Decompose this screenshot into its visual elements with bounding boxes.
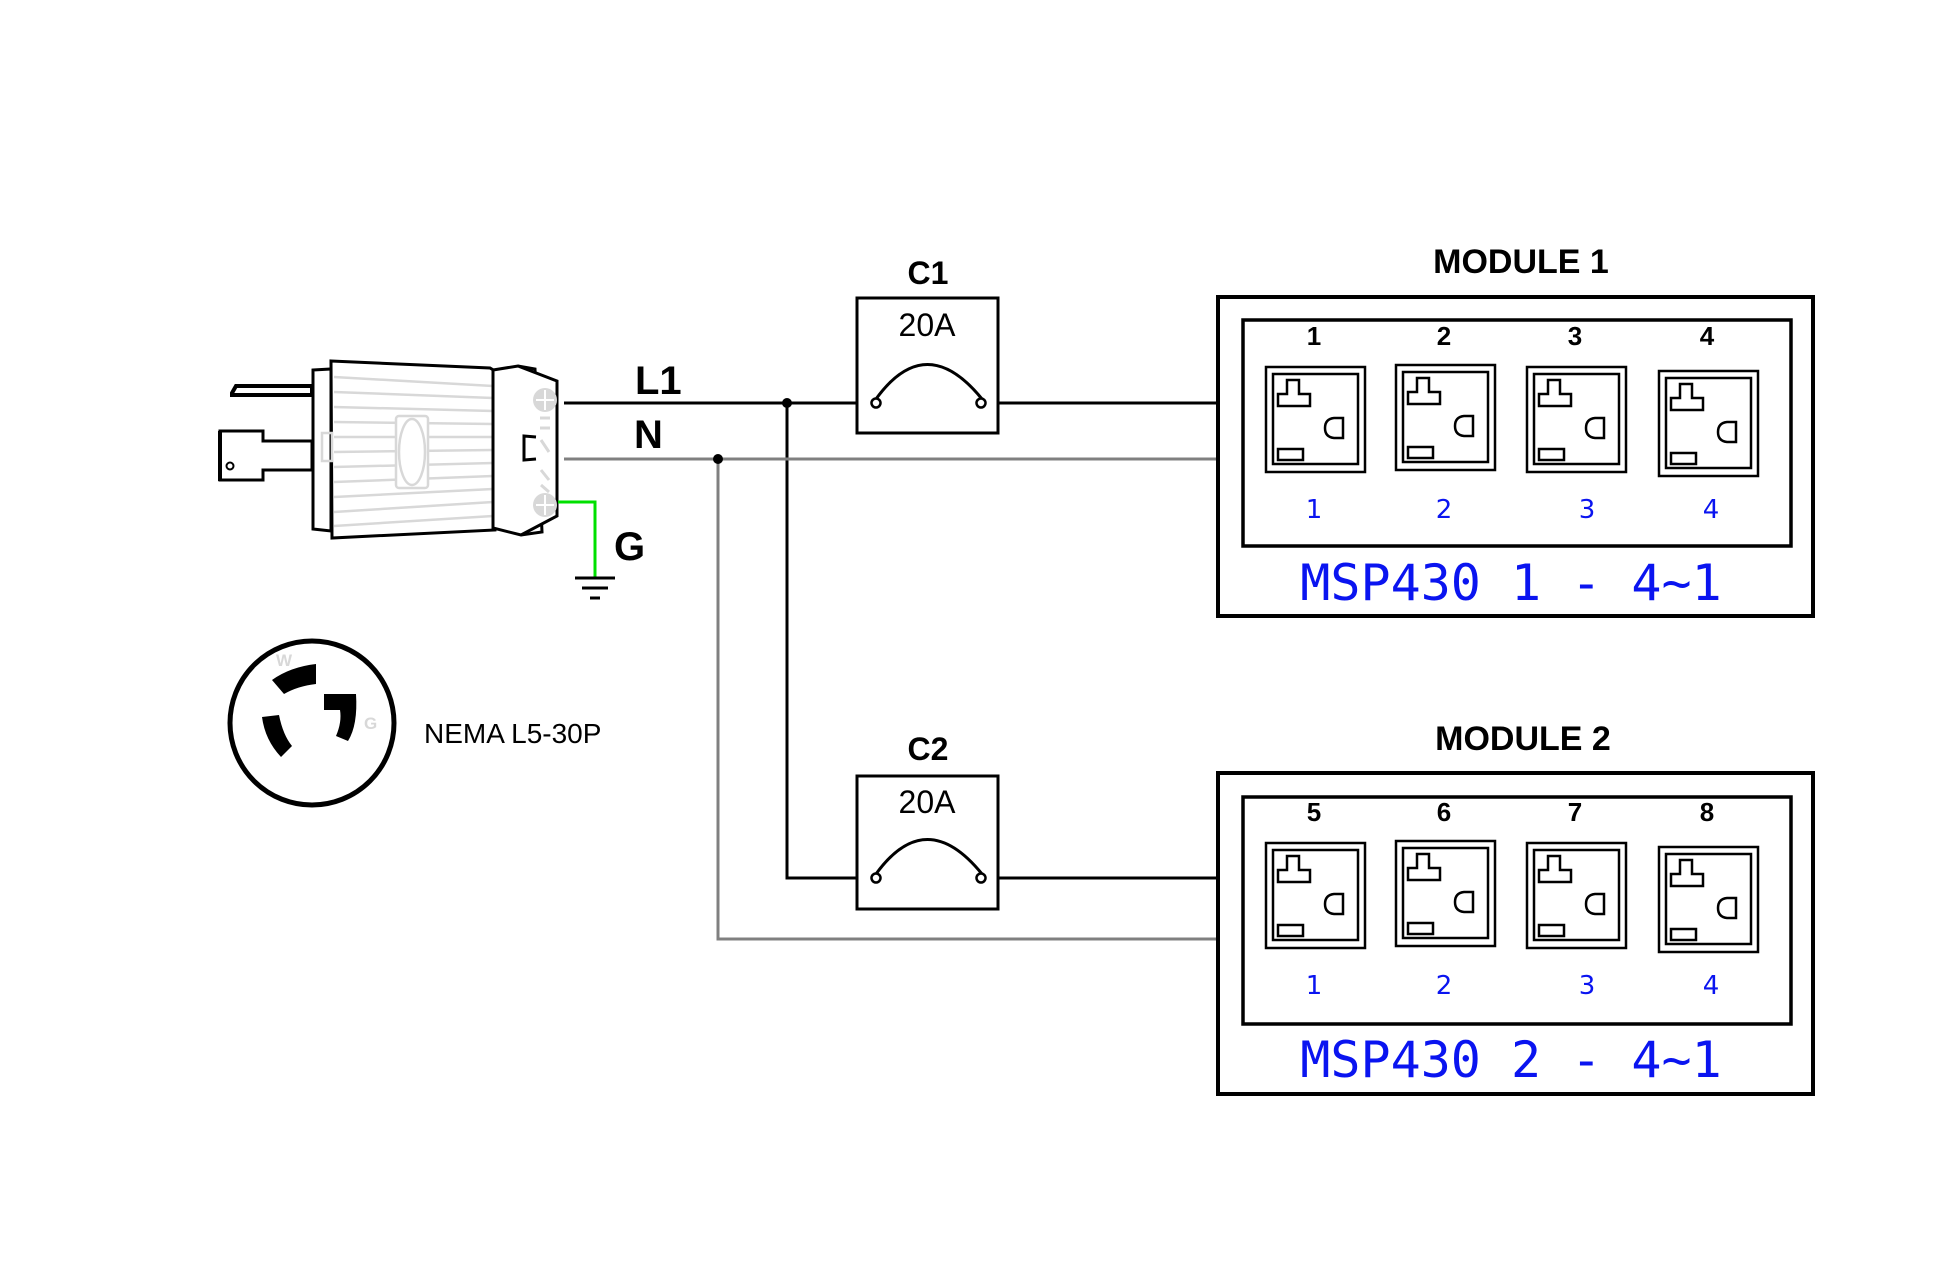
module-1-caption: MSP430 1 - 4~1 — [1300, 554, 1721, 612]
outlet-local-number: 2 — [1436, 495, 1453, 525]
outlet-number: 5 — [1307, 797, 1321, 827]
outlet: 33 — [1525, 321, 1628, 525]
plug-blade-bottom — [218, 429, 314, 482]
module-2-caption: MSP430 2 - 4~1 — [1300, 1031, 1721, 1089]
module-2-title: MODULE 2 — [1435, 720, 1611, 758]
wires — [558, 398, 1218, 941]
nema-label: NEMA L5-30P — [424, 718, 601, 749]
outlet-local-number: 4 — [1703, 495, 1720, 525]
junction-n — [713, 454, 723, 464]
receptacle-rect-slot-icon — [1406, 921, 1435, 936]
pin-line-slot — [262, 715, 292, 757]
outlet-number: 3 — [1568, 321, 1582, 351]
outlet-local-number: 2 — [1436, 971, 1453, 1001]
receptacle-t-slot-icon — [1406, 376, 1442, 406]
outlet-local-number: 1 — [1306, 971, 1323, 1001]
ground-symbol-icon — [575, 576, 615, 600]
receptacle-d-slot-icon — [1716, 420, 1738, 444]
wire-l1-branch — [785, 403, 873, 880]
outlet-number: 1 — [1307, 321, 1321, 351]
receptacle-rect-slot-icon — [1276, 447, 1305, 462]
wire-ground — [558, 500, 597, 578]
wire-n-branch — [716, 459, 1218, 941]
nema-plug-face: W G — [227, 638, 397, 808]
breaker-c2: C2 20A — [855, 731, 1000, 911]
receptacle-d-slot-icon — [1584, 416, 1606, 440]
breaker-c1: C1 20A — [855, 255, 1000, 435]
receptacle-rect-slot-icon — [1537, 923, 1566, 938]
receptacle-d-slot-icon — [1323, 892, 1345, 916]
pin-ground-slot — [324, 694, 357, 741]
outlet: 22 — [1394, 321, 1497, 525]
receptacle-d-slot-icon — [1584, 892, 1606, 916]
receptacle-t-slot-icon — [1537, 378, 1573, 408]
breaker-c1-rating: 20A — [899, 307, 957, 343]
outlet-number: 6 — [1437, 797, 1451, 827]
receptacle-t-slot-icon — [1276, 378, 1312, 408]
receptacle-rect-slot-icon — [1669, 927, 1698, 942]
twist-lock-plug — [218, 359, 559, 540]
outlet: 84 — [1657, 797, 1760, 1001]
label-g: G — [614, 525, 645, 569]
pin-letter-g: G — [364, 714, 377, 733]
outlet-number: 7 — [1568, 797, 1582, 827]
receptacle-rect-slot-icon — [1406, 445, 1435, 460]
pin-neutral-slot — [272, 664, 316, 694]
outlet: 73 — [1525, 797, 1628, 1001]
breaker-c2-rating: 20A — [899, 784, 957, 820]
receptacle-rect-slot-icon — [1537, 447, 1566, 462]
receptacle-rect-slot-icon — [1669, 451, 1698, 466]
outlet-number: 8 — [1700, 797, 1714, 827]
receptacle-t-slot-icon — [1276, 854, 1312, 884]
receptacle-d-slot-icon — [1323, 416, 1345, 440]
receptacle-t-slot-icon — [1537, 854, 1573, 884]
label-l1: L1 — [635, 359, 682, 403]
outlet: 11 — [1264, 321, 1367, 525]
outlet-local-number: 3 — [1579, 971, 1596, 1001]
outlet-local-number: 4 — [1703, 971, 1720, 1001]
outlet-number: 2 — [1437, 321, 1451, 351]
breaker-c2-arc-icon — [874, 838, 984, 875]
outlet-local-number: 3 — [1579, 495, 1596, 525]
outlet-number: 4 — [1700, 321, 1715, 351]
plug-blade-top — [230, 384, 314, 397]
module-1-title: MODULE 1 — [1433, 243, 1609, 281]
receptacle-t-slot-icon — [1406, 852, 1442, 882]
outlet: 44 — [1657, 321, 1760, 525]
outlet: 62 — [1394, 797, 1497, 1001]
breaker-c1-arc-icon — [874, 363, 984, 400]
breaker-c1-label: C1 — [908, 255, 949, 291]
receptacle-d-slot-icon — [1453, 414, 1475, 438]
outlet-local-number: 1 — [1306, 495, 1323, 525]
receptacle-t-slot-icon — [1669, 858, 1705, 888]
receptacle-t-slot-icon — [1669, 382, 1705, 412]
receptacle-d-slot-icon — [1716, 896, 1738, 920]
breaker-c2-label: C2 — [908, 731, 949, 767]
label-n: N — [634, 413, 663, 457]
outlet: 51 — [1264, 797, 1367, 1001]
junction-l1 — [782, 398, 792, 408]
receptacle-rect-slot-icon — [1276, 923, 1305, 938]
receptacle-d-slot-icon — [1453, 890, 1475, 914]
pin-letter-w: W — [276, 651, 293, 670]
